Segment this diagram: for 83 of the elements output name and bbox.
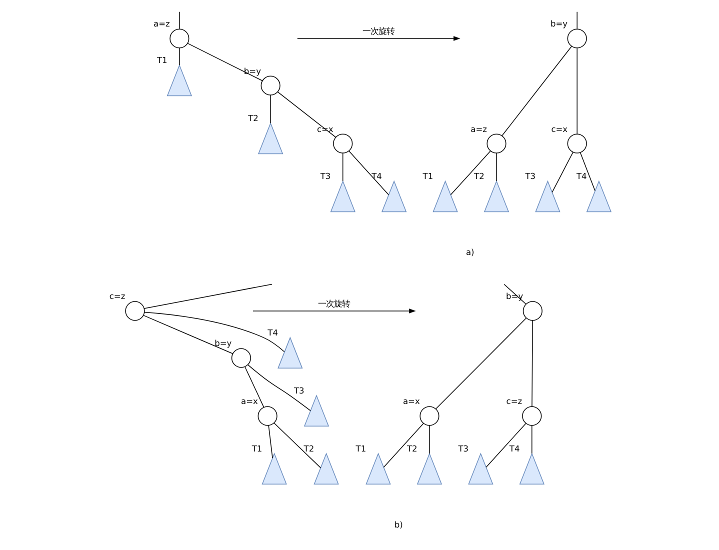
connector: [178, 48, 180, 66]
connector: [450, 150, 490, 196]
node-triangle: [313, 452, 338, 485]
node-triangle: [483, 180, 509, 212]
label: b): [394, 519, 402, 530]
node-circle: [169, 28, 189, 48]
node-label: c=z: [108, 291, 125, 302]
node-triangle: [166, 64, 192, 96]
node-label: c=z: [506, 396, 522, 406]
node-circle: [419, 406, 439, 426]
node-circle: [566, 28, 586, 48]
node-label: T4: [371, 170, 382, 181]
connector: [186, 43, 262, 82]
node-label: b=y: [214, 338, 232, 348]
node-label: b=y: [550, 18, 568, 29]
node-circle: [124, 301, 144, 321]
connector: [579, 152, 595, 192]
node-label: T1: [422, 170, 433, 181]
node-circle: [486, 134, 506, 154]
connector: [551, 152, 573, 193]
node-label: a=x: [402, 396, 420, 406]
node-circle: [522, 406, 542, 426]
label: 一次旋转: [362, 26, 394, 36]
connector: [435, 318, 526, 410]
node-label: T2: [248, 112, 258, 123]
connector: [142, 315, 233, 354]
connector: [143, 284, 272, 309]
connector: [276, 92, 336, 138]
node-circle: [260, 76, 280, 96]
node-label: T1: [156, 54, 167, 65]
node-label: a=x: [240, 396, 258, 406]
node-triangle: [586, 180, 612, 212]
node-label: T3: [320, 170, 330, 181]
node-triangle: [303, 394, 329, 427]
connector: [531, 320, 532, 407]
node-label: T1: [355, 443, 366, 454]
connector: [382, 423, 424, 468]
node-triangle: [416, 452, 442, 485]
node-label: a=z: [153, 18, 170, 29]
node-label: T4: [508, 443, 520, 454]
node-label: b=y: [243, 66, 261, 76]
node-label: T4: [267, 327, 278, 338]
node-label: T2: [406, 443, 417, 454]
connector: [342, 152, 343, 182]
node-triangle: [277, 336, 302, 369]
node-label: c=x: [550, 124, 568, 134]
node-circle: [566, 134, 586, 154]
connector: [576, 48, 577, 134]
node-triangle: [518, 452, 544, 485]
node-label: T2: [303, 443, 314, 454]
node-label: T3: [458, 443, 468, 454]
node-triangle: [534, 180, 560, 212]
connector: [485, 423, 526, 468]
connector: [247, 364, 310, 412]
node-label: T4: [576, 170, 586, 181]
node-triangle: [468, 452, 493, 485]
node-label: T2: [474, 170, 484, 181]
node-triangle: [380, 180, 406, 212]
connector: [144, 312, 284, 352]
node-triangle: [330, 180, 355, 212]
node-triangle: [261, 452, 286, 485]
node-circle: [257, 406, 277, 426]
connector: [348, 150, 389, 196]
node-label: a=z: [470, 124, 486, 134]
connector: [531, 425, 532, 454]
connector: [244, 366, 264, 408]
node-circle: [230, 348, 250, 368]
label: a): [466, 246, 474, 257]
node-circle: [522, 301, 542, 321]
node-triangle: [257, 122, 283, 154]
connector: [178, 11, 180, 30]
node-label: T1: [251, 443, 262, 454]
connector: [428, 425, 430, 454]
node-label: T3: [294, 385, 304, 396]
node-circle: [332, 134, 352, 154]
node-label: T3: [524, 170, 536, 181]
connector: [273, 422, 320, 468]
label: 一次旋转: [317, 298, 350, 308]
node-triangle: [365, 452, 390, 485]
node-triangle: [432, 180, 458, 212]
connector: [576, 11, 577, 30]
connector: [501, 46, 572, 136]
connector: [268, 425, 272, 458]
